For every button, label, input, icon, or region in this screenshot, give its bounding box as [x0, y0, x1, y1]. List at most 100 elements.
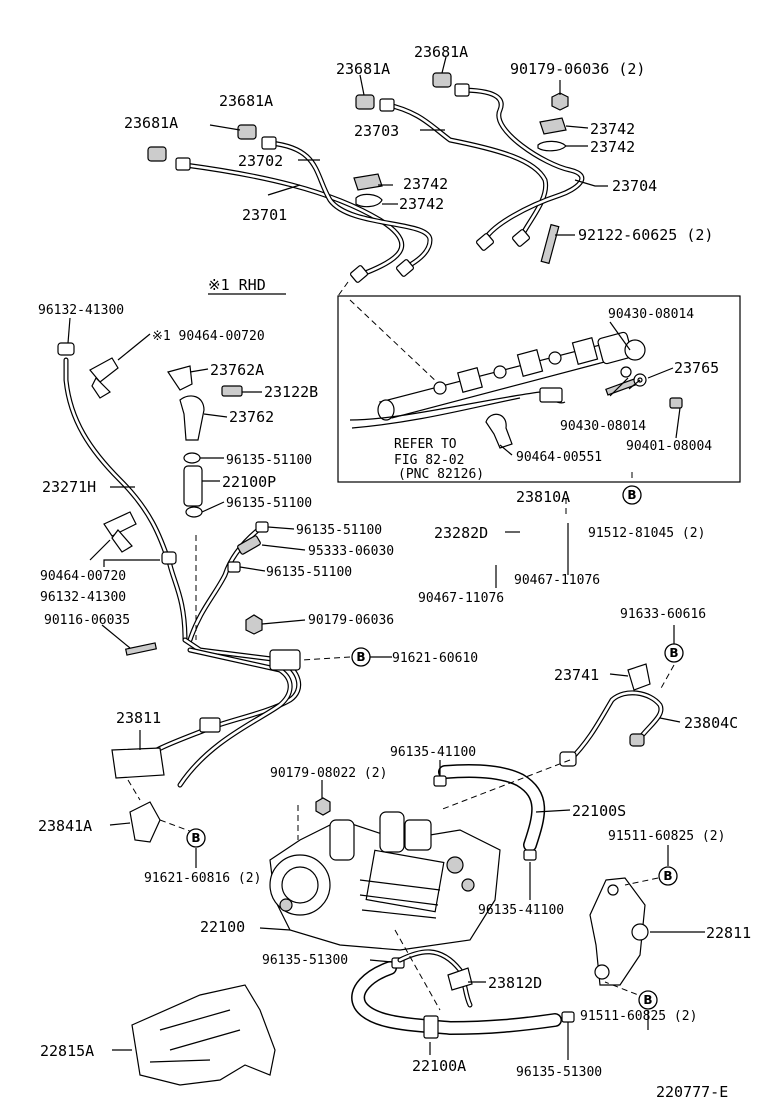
- label-90430-08014-b: 90430-08014: [560, 419, 646, 434]
- label-22100: 22100: [200, 918, 245, 936]
- clamp-23742-right-lower: [537, 140, 567, 152]
- label-23765: 23765: [674, 359, 719, 377]
- clip-96135-51100-a: [183, 452, 201, 464]
- label-90467-11076-b: 90467-11076: [418, 591, 504, 606]
- screw-90401-08004: [669, 397, 683, 409]
- label-23681a-2: 23681A: [219, 92, 273, 110]
- label-91511-60825-b: 91511-60825 (2): [580, 1009, 697, 1024]
- ref-marker-b-6: B: [638, 990, 658, 1010]
- label-96132-41300-lower: 96132-41300: [40, 590, 126, 605]
- dashed-leaders: [127, 472, 675, 1011]
- label-23742-right-lower: 23742: [590, 138, 635, 156]
- injection-pump-22100: [269, 811, 501, 951]
- hose-22100s: [438, 763, 546, 852]
- clip-96135-41100-b: [523, 849, 537, 861]
- label-23681a-3: 23681A: [336, 60, 390, 78]
- detail-box: [337, 295, 741, 483]
- bracket-23762a: [167, 365, 193, 391]
- label-91621-60610: 91621-60610: [392, 651, 478, 666]
- clamp-90464-00720-lower: [103, 511, 137, 553]
- svg-text:B: B: [191, 831, 200, 845]
- svg-text:B: B: [356, 650, 365, 664]
- pipe-end-nuts: [175, 83, 531, 283]
- label-90430-08014-a: 90430-08014: [608, 307, 694, 322]
- union-nut-23681a-4: [432, 72, 452, 88]
- rhd-note: ※1 RHD: [208, 276, 266, 294]
- clip-96135-51300-b: [561, 1011, 575, 1023]
- gasket-90430-08014: [620, 366, 632, 378]
- label-23701: 23701: [242, 206, 287, 224]
- ref-marker-b-1: B: [622, 485, 642, 505]
- label-23811: 23811: [116, 709, 161, 727]
- label-96135-51100-c: 96135-51100: [296, 523, 382, 538]
- label-23742-left-upper: 23742: [403, 175, 448, 193]
- label-22811: 22811: [706, 924, 751, 942]
- label-23812d: 23812D: [488, 974, 542, 992]
- label-23704: 23704: [612, 177, 657, 195]
- clip-96135-51100-b: [185, 506, 203, 518]
- clamp-90464-00720-top: [89, 357, 119, 399]
- label-23762: 23762: [229, 408, 274, 426]
- union-nut-23681a-1: [147, 146, 167, 162]
- injection-pipe-23702: [267, 140, 433, 271]
- part-labels: 23681A 23681A 23681A 23681A 90179-06036 …: [38, 43, 751, 1101]
- diagram-id: 220777-E: [656, 1083, 728, 1101]
- union-nut-23681a-2: [237, 124, 257, 140]
- cover-22815a: [131, 984, 276, 1086]
- svg-text:B: B: [663, 869, 672, 883]
- refer-note-line3: (PNC 82126): [398, 467, 484, 482]
- label-95333-06030: 95333-06030: [308, 544, 394, 559]
- clip-96135-41100-a: [433, 775, 447, 787]
- fuel-pipe-23811: [111, 637, 302, 788]
- union-23762: [179, 395, 205, 441]
- stud-92122-60625: [540, 223, 560, 265]
- label-23741: 23741: [554, 666, 599, 684]
- ref-marker-b-4: B: [186, 828, 206, 848]
- label-96135-51300-a: 96135-51300: [262, 953, 348, 968]
- label-96135-51100-b: 96135-51100: [226, 496, 312, 511]
- label-96135-51300-b: 96135-51300: [516, 1065, 602, 1080]
- label-23271h: 23271H: [42, 478, 96, 496]
- injection-pipe-23704: [457, 87, 585, 246]
- label-96135-51100-d: 96135-51100: [266, 565, 352, 580]
- label-91621-60816: 91621-60816 (2): [144, 871, 261, 886]
- label-91511-60825-a: 91511-60825 (2): [608, 829, 725, 844]
- label-23804c: 23804C: [684, 714, 738, 732]
- label-90464-00720-lower: 90464-00720: [40, 569, 126, 584]
- clip-96135-51100-d: [227, 561, 241, 573]
- label-22100s: 22100S: [572, 802, 626, 820]
- label-23810a: 23810A: [516, 488, 570, 506]
- ref-marker-b-5: B: [658, 866, 678, 886]
- clamp-23742-left-lower: [355, 193, 383, 208]
- fuel-pipe-23804c: [559, 690, 664, 767]
- label-90467-11076-a: 90467-11076: [514, 573, 600, 588]
- refer-note-line1: REFER TO: [394, 437, 457, 452]
- clip-96132-41300-lower: [161, 551, 177, 565]
- label-91633-60616: 91633-60616: [620, 607, 706, 622]
- clamp-23742-left-upper: [353, 173, 383, 191]
- nut-90179-06036: [245, 614, 263, 635]
- leader-box-inner: [349, 299, 441, 386]
- label-90179-06036-top: 90179-06036 (2): [510, 60, 645, 78]
- label-23841a: 23841A: [38, 817, 92, 835]
- leader-box-top: [337, 281, 349, 297]
- label-23122b: 23122B: [264, 383, 318, 401]
- union-nut-23681a-3: [355, 94, 375, 110]
- hose-22100a: [351, 961, 562, 1039]
- clip-96132-41300-top: [57, 342, 75, 356]
- label-96135-51100-a: 96135-51100: [226, 453, 312, 468]
- label-90179-08022: 90179-08022 (2): [270, 766, 387, 781]
- label-96132-41300-top: 96132-41300: [38, 303, 124, 318]
- label-22100p: 22100P: [222, 473, 276, 491]
- clamp-23742-right-upper: [539, 117, 567, 135]
- ref-marker-b-3: B: [664, 643, 684, 663]
- svg-text:B: B: [643, 993, 652, 1007]
- label-90179-06036: 90179-06036: [308, 613, 394, 628]
- label-23762a: 23762A: [210, 361, 264, 379]
- label-23742-right-upper: 23742: [590, 120, 635, 138]
- hose-22100p: [183, 465, 203, 507]
- label-90116-06035: 90116-06035: [44, 613, 130, 628]
- label-23681a-4: 23681A: [414, 43, 468, 61]
- label-96135-41100-a: 96135-41100: [390, 745, 476, 760]
